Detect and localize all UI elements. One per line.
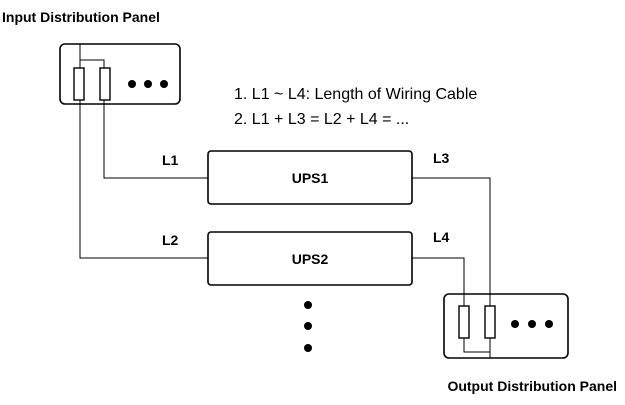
more-ups-indicator xyxy=(304,301,312,352)
note-1: 1. L1 ~ L4: Length of Wiring Cable xyxy=(234,86,477,103)
cable-l2 xyxy=(79,100,208,259)
input-panel-dot xyxy=(128,80,136,88)
ups2-unit: UPS2 xyxy=(207,231,413,286)
input-distribution-panel xyxy=(59,43,181,105)
output-panel-dot xyxy=(545,320,553,328)
output-panel-dot xyxy=(511,320,519,328)
ups1-unit: UPS1 xyxy=(207,150,413,205)
output-cables xyxy=(412,177,491,358)
output-panel-dot xyxy=(528,320,536,328)
cable-label-l2: L2 xyxy=(162,232,179,248)
cable-l3 xyxy=(412,177,491,306)
cable-label-l3: L3 xyxy=(433,150,450,166)
input-panel-dot xyxy=(160,80,168,88)
ups1-label: UPS1 xyxy=(292,170,329,186)
note-2: 2. L1 + L3 = L2 + L4 = ... xyxy=(234,111,409,128)
cable-l1 xyxy=(103,100,208,179)
cable-label-l1: L1 xyxy=(162,152,179,168)
input-breaker-2 xyxy=(99,67,111,101)
ups2-label: UPS2 xyxy=(292,251,329,267)
cable-l4 xyxy=(412,257,465,306)
output-breaker-1 xyxy=(458,305,470,339)
cable-label-l4: L4 xyxy=(433,229,450,245)
output-panel-title: Output Distribution Panel xyxy=(447,378,617,394)
output-distribution-panel xyxy=(443,293,569,359)
output-breaker-2 xyxy=(484,305,496,339)
input-panel-title: Input Distribution Panel xyxy=(2,9,160,25)
input-cables xyxy=(79,44,208,259)
input-breaker-1 xyxy=(73,67,85,101)
input-panel-dot xyxy=(144,80,152,88)
